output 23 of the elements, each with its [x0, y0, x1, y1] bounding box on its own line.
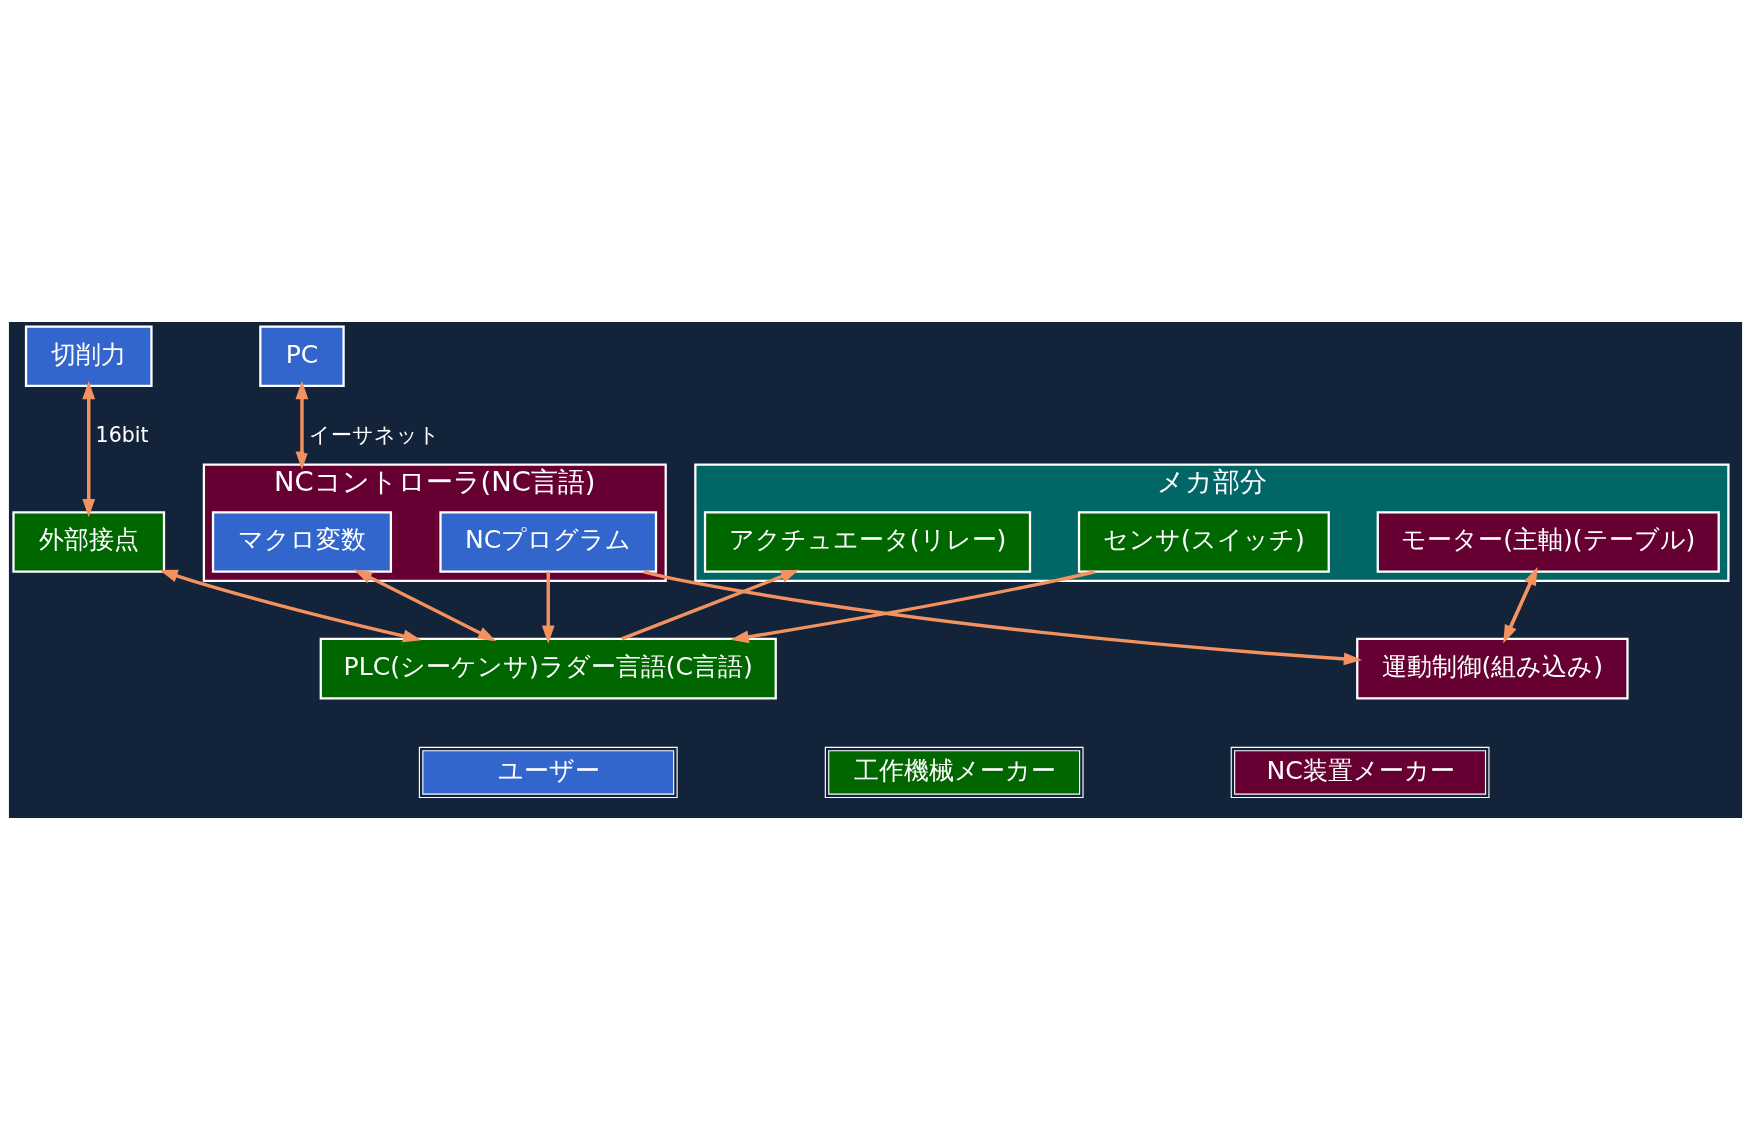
arrow: [82, 380, 96, 518]
node-box: 運動制御(組み込み): [1356, 637, 1629, 700]
node-box: センサ(スイッチ): [1077, 511, 1330, 573]
legend-label: 工作機械メーカー: [853, 755, 1056, 785]
legend-label: ユーザー: [497, 755, 600, 785]
edge-label: 16bit: [95, 423, 149, 448]
node-box: 外部接点: [12, 511, 166, 573]
node-box: アクチュエータ(リレー): [703, 511, 1032, 573]
arrow: [295, 380, 309, 470]
node-box: PC: [259, 325, 345, 387]
node-box: NCプログラム: [439, 511, 658, 573]
node-box: PLC(シーケンサ)ラダー言語(C言語): [319, 637, 777, 700]
node-box: 切削力: [24, 325, 153, 387]
edge-label: イーサネット: [308, 423, 440, 448]
arrow: [159, 569, 422, 643]
arrow: [541, 571, 555, 644]
node-box: モーター(主軸)(テーブル): [1376, 511, 1720, 573]
arrow: [353, 569, 497, 642]
arrow: [621, 569, 800, 641]
arrow: [643, 570, 1363, 666]
legend-label: NC装置メーカー: [1266, 755, 1455, 785]
arrow: [730, 570, 1096, 644]
node-box: マクロ変数: [211, 511, 393, 573]
